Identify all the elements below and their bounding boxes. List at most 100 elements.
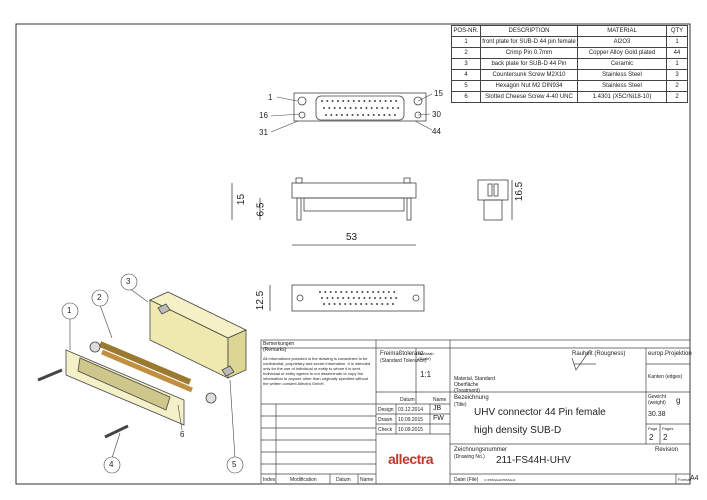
pin-dot <box>350 291 353 293</box>
bom-cell: Stainless Steel <box>577 80 667 92</box>
callout-2: 2 <box>97 293 102 302</box>
pin-dot <box>352 297 355 299</box>
pin-dot <box>368 297 371 299</box>
company-logo: allectra <box>388 451 434 467</box>
bom-cell: Hexagon Nut M2 DIN934 <box>480 80 578 92</box>
pin-dot <box>346 114 349 116</box>
dim-side: 16.5 <box>514 181 526 202</box>
drawing-number: 211-FS44H-UHV <box>496 455 571 466</box>
bom-cell: 3 <box>666 69 688 81</box>
pin-dot <box>356 114 359 116</box>
check-label: Check <box>378 427 393 433</box>
side-view <box>477 179 513 221</box>
drawn-name: FW <box>433 415 444 422</box>
drawn-date: 10.09.2015 <box>398 417 424 423</box>
pin-dot <box>384 297 387 299</box>
pin-dot <box>376 107 378 109</box>
treatment-label: (Treatment) <box>454 388 480 394</box>
drawn-label: Drawn <box>378 417 393 423</box>
datum-header: Datum <box>336 477 351 483</box>
title-label: (Title) <box>454 402 467 408</box>
pin-dot <box>338 303 341 305</box>
pin-dot <box>395 100 398 102</box>
callout-circle-3 <box>120 273 138 291</box>
bom-cell: Stainless Steel <box>577 69 667 81</box>
pin-dot <box>376 303 378 305</box>
pin-dot <box>377 291 380 293</box>
bom-cell: 2 <box>666 91 688 103</box>
bom-cell: 4 <box>451 69 481 81</box>
pin-dot <box>365 303 368 305</box>
pin-dot <box>323 303 325 305</box>
pin-dot <box>368 100 371 102</box>
design-label: Design <box>378 407 394 413</box>
bom-cell: back plate for SUB-D 44 Pin <box>480 58 578 70</box>
pin-dot <box>344 107 347 109</box>
pin-label-1: 1 <box>268 93 273 102</box>
pin-dot <box>363 297 366 299</box>
remarks-label: Bemerkungen (Remarks) <box>263 341 295 353</box>
drawing-number-sub: (Drawing No.) <box>454 454 485 460</box>
callout-circle-2 <box>91 289 109 307</box>
pin-dot <box>370 303 373 305</box>
pin-dot <box>360 303 363 305</box>
confidentiality-notice: All informations provided in the drawing… <box>263 356 371 386</box>
pin-dot <box>374 100 376 102</box>
pin-dot <box>393 114 396 116</box>
bom-header-material: MATERIAL <box>577 25 667 37</box>
pin-dot <box>335 114 338 116</box>
pin-dot <box>388 114 391 116</box>
pin-dot <box>386 107 389 109</box>
projection-label: europ.Projektion <box>648 351 692 357</box>
pin-dot <box>379 100 382 102</box>
pin-dot <box>334 291 337 293</box>
pin-dot <box>367 114 370 116</box>
pin-dot <box>340 291 343 293</box>
bom-cell: Copper Alloy Gold plated <box>577 47 667 59</box>
dim-sub: 6.5 <box>255 202 267 217</box>
drawing-number-label: Zeichnungsnummer <box>454 447 508 453</box>
drawing-title-line-1: UHV connector 44 Pin female <box>474 407 606 418</box>
pin-dot <box>383 114 386 116</box>
pin-dot <box>328 303 331 305</box>
pin-dot <box>326 297 329 299</box>
pin-dot <box>347 297 350 299</box>
design-name: JB <box>433 405 442 412</box>
pin-dot <box>342 297 345 299</box>
pin-label-31: 31 <box>259 128 268 137</box>
pin-dot <box>333 303 336 305</box>
bom-cell: Ceramic <box>577 58 667 70</box>
pin-dot <box>372 291 374 293</box>
pin-dot <box>354 107 357 109</box>
pin-dot <box>360 107 363 109</box>
page-label: Page <box>648 426 658 431</box>
bom-cell: front plate for SUB-D 44 pin female <box>480 36 578 48</box>
weight-label: Gewicht (weight) <box>648 394 667 406</box>
pin-dot <box>358 100 361 102</box>
pin-dot <box>395 297 398 299</box>
modification-header: Modification <box>290 477 317 483</box>
name-column-header: Name <box>360 477 374 483</box>
bom-cell: 1 <box>451 36 481 48</box>
callout-circle-5 <box>226 456 244 474</box>
index-header: Index <box>263 477 276 483</box>
bom-cell: 6 <box>451 91 481 103</box>
pin-dot <box>370 107 373 109</box>
pin-dot <box>389 297 392 299</box>
callout-4: 4 <box>109 460 114 469</box>
pin-dot <box>382 291 385 293</box>
design-date: 03.12.2014 <box>398 407 424 413</box>
callout-5: 5 <box>232 460 237 469</box>
isometric-view <box>37 291 247 439</box>
pin-dot <box>374 297 376 299</box>
pin-dot <box>393 291 396 293</box>
pin-dot <box>389 100 392 102</box>
pin-dot <box>319 291 321 293</box>
pin-dot <box>356 291 359 293</box>
bom-header-qty: QTY <box>666 25 688 37</box>
